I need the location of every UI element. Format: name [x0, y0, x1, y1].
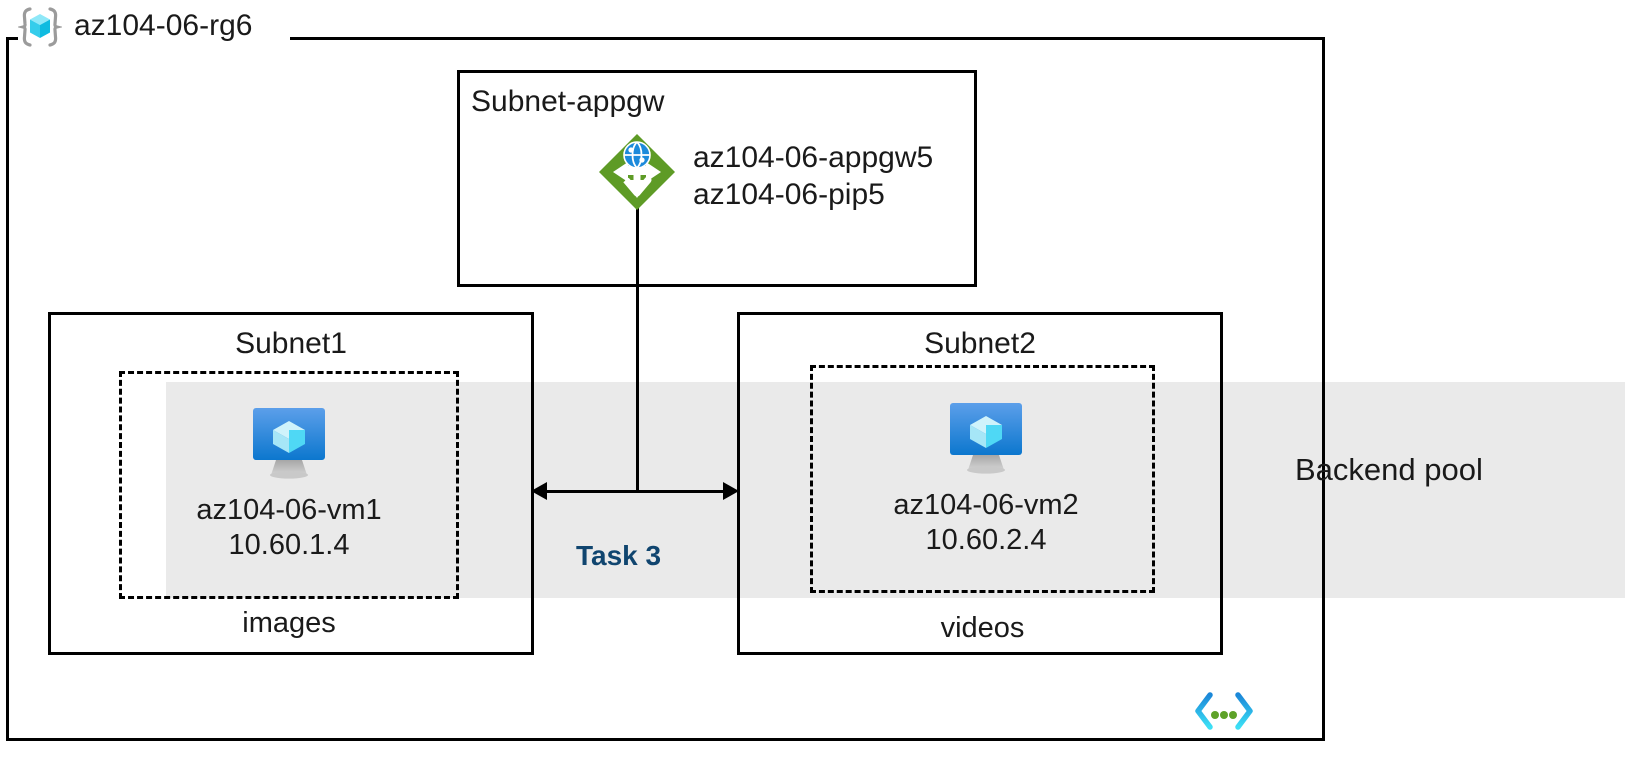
subnet1-title: Subnet1 — [235, 327, 347, 360]
vm1-ip-address: 10.60.1.4 — [228, 529, 350, 562]
appgw-resource-name: az104-06-appgw5 — [693, 141, 934, 174]
vm1-group: az104-06-vm1 10.60.1.4 — [169, 405, 409, 564]
subnet2-folder-label: videos — [940, 612, 1025, 644]
resource-group-border-right — [1322, 37, 1325, 741]
vm2-name: az104-06-vm2 — [893, 489, 1079, 521]
application-gateway-group: az104-06-appgw5 az104-06-pip5 — [595, 130, 933, 214]
resource-group-border-top-left — [6, 37, 22, 40]
application-gateway-labels: az104-06-appgw5 az104-06-pip5 — [693, 130, 933, 213]
subnet2-title: Subnet2 — [924, 327, 1036, 360]
resource-group-cube-icon — [18, 4, 62, 48]
virtual-network-icon — [1195, 691, 1253, 731]
connector-arrow-right-icon — [723, 482, 739, 500]
vm2-group: az104-06-vm2 10.60.2.4 — [866, 400, 1106, 559]
virtual-machine-icon — [866, 400, 1106, 478]
resource-group-header: az104-06-rg6 — [18, 4, 263, 48]
backend-pool-band — [166, 382, 1625, 598]
task-3-label: Task 3 — [576, 540, 662, 571]
application-gateway-icon — [595, 130, 679, 214]
vm2-ip-address: 10.60.2.4 — [925, 524, 1047, 557]
resource-group-border-bottom — [6, 738, 1325, 741]
vm1-name: az104-06-vm1 — [196, 494, 382, 526]
resource-group-name: az104-06-rg6 — [74, 9, 253, 42]
virtual-machine-icon — [169, 405, 409, 483]
subnet-connector-line — [540, 490, 730, 493]
connector-arrow-left-icon — [531, 482, 547, 500]
appgw-connector-line — [636, 200, 639, 491]
subnet-appgw-box — [457, 70, 977, 287]
subnet-appgw-title: Subnet-appgw — [471, 85, 665, 118]
subnet1-app-dashed-box — [119, 371, 459, 599]
subnet1-folder-label: images — [242, 607, 336, 639]
backend-pool-label: Backend pool — [1295, 452, 1483, 487]
subnet2-app-dashed-box — [810, 365, 1155, 593]
resource-group-border-top-right — [290, 37, 1325, 40]
appgw-public-ip-name: az104-06-pip5 — [693, 177, 885, 211]
resource-group-border-left — [6, 37, 9, 741]
